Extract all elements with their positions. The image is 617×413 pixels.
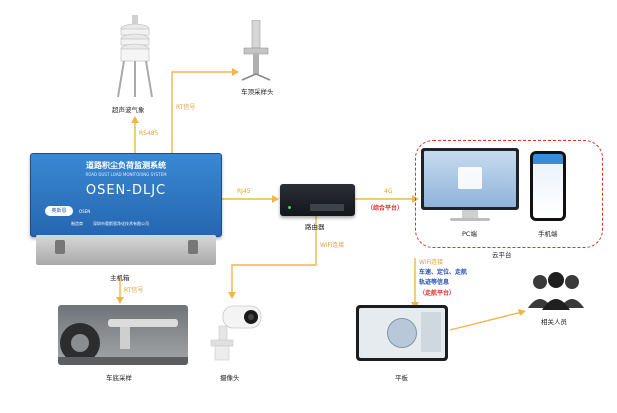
phone <box>530 151 566 221</box>
link-wifi-camera <box>231 216 317 295</box>
tail-sampler-photo <box>58 305 188 365</box>
link-personnel <box>449 311 523 331</box>
router-led <box>288 206 291 209</box>
cloud-platform-tag: （综合平台） <box>367 205 404 212</box>
weather-station <box>110 15 160 105</box>
personnel-label: 相关人员 <box>541 318 567 326</box>
link-label-rt-top: RT信号 <box>176 104 196 111</box>
host-title-en: ROAD DUST LOAD MONITORING SYSTEM <box>85 172 167 177</box>
pc-stand <box>462 210 478 218</box>
link-label-rs485: RS485 <box>139 130 159 137</box>
router <box>280 184 355 216</box>
host-company-prefix: 制造商 <box>71 221 83 226</box>
nav-platform-tag: （走航平台） <box>419 290 456 297</box>
link-label-wifi-camera: WiFi连接 <box>320 242 345 249</box>
tablet-info-line2: 轨迹等信息 <box>419 279 450 286</box>
pc-base <box>450 218 490 221</box>
camera <box>205 300 263 362</box>
link-label-wifi-tablet: WiFi连接 <box>419 259 444 266</box>
tablet-info-line1: 车速、定位、走航 <box>419 269 468 276</box>
link-label-rt-bottom: RT信号 <box>124 287 144 294</box>
camera-label: 摄像头 <box>220 374 240 382</box>
personnel-icon <box>526 270 586 310</box>
host-connector-right <box>188 240 198 254</box>
host-logo-text: 奥斯恩 <box>51 208 67 214</box>
host-brand-small: OSEN <box>79 209 91 214</box>
host-label: 主机箱 <box>110 274 130 282</box>
pc-screen-panel <box>458 167 482 189</box>
host-connector-left <box>55 240 65 254</box>
roof-sampler-head <box>238 19 274 82</box>
pc-label: PC端 <box>462 230 477 238</box>
link-label-rj45: RJ45 <box>237 188 251 195</box>
cloud-label: 云平台 <box>492 251 512 259</box>
roof-sampler-label: 车顶采样头 <box>241 88 274 96</box>
weather-station-label: 超声波气象 <box>112 106 145 114</box>
host-base <box>36 235 216 265</box>
phone-screen-header <box>533 154 563 164</box>
tablet-map <box>387 318 417 348</box>
link-label-4g: 4G <box>384 188 393 195</box>
host-company: 深圳市奥斯恩净化技术有限公司 <box>93 221 149 226</box>
phone-label: 手机端 <box>538 230 558 238</box>
host-logo: 奥斯恩 <box>45 206 73 216</box>
router-label: 路由器 <box>305 223 325 231</box>
host-box: 道路积尘负荷监测系统 ROAD DUST LOAD MONITORING SYS… <box>30 153 222 237</box>
tail-sampler-label: 车底采样 <box>106 374 132 382</box>
host-title-cn: 道路积尘负荷监测系统 <box>86 161 166 170</box>
cloud-platform-box <box>415 140 603 248</box>
tablet-sidepanel <box>421 312 441 352</box>
host-model: OSEN-DLJC <box>85 183 167 198</box>
tablet-label: 平板 <box>395 374 408 382</box>
link-rt-top <box>171 71 235 153</box>
pc-monitor <box>421 148 519 210</box>
tablet <box>356 305 448 361</box>
router-ports <box>310 204 344 211</box>
